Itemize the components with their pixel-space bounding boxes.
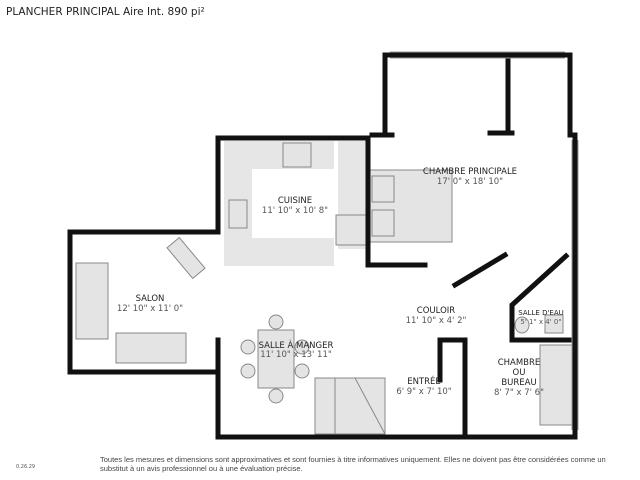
room-dimensions: 17' 0" x 18' 10" — [437, 177, 503, 187]
room-name: CHAMBRE — [498, 358, 541, 368]
fridge-icon — [335, 214, 367, 246]
room-name: SALLE D'EAU — [518, 309, 563, 317]
room-chambre-ou-bureau: CHAMBRE OU BUREAU 8' 7" x 7' 6" — [494, 358, 544, 398]
room-name: SALLE À MANGER — [259, 339, 334, 351]
room-name: COULOIR — [417, 306, 455, 316]
room-name: BUREAU — [501, 378, 536, 388]
room-name: ENTRÉE — [407, 375, 441, 387]
desk-icon — [539, 344, 573, 426]
room-couloir: COULOIR 11' 10" x 4' 2" — [406, 306, 467, 326]
version-label: 0.26.29 — [16, 464, 36, 470]
room-dimensions: 11' 10" x 4' 2" — [406, 316, 467, 326]
disclaimer: Toutes les mesures et dimensions sont ap… — [100, 455, 606, 473]
floor-title: PLANCHER PRINCIPAL Aire Int. 890 pi² — [6, 6, 205, 18]
room-name: OU — [513, 368, 526, 378]
room-name: SALON — [136, 294, 165, 304]
toilet-icon — [514, 314, 564, 334]
room-dimensions: 5' 1" x 4' 0" — [520, 318, 561, 326]
room-cuisine: CUISINE 11' 10" x 10' 8" — [262, 196, 328, 216]
room-salle-deau: SALLE D'EAU 5' 1" x 4' 0" — [518, 309, 563, 326]
room-name: CHAMBRE PRINCIPALE — [423, 167, 517, 177]
room-dimensions: 11' 10" x 10' 8" — [262, 206, 328, 216]
kitchen-cabinets — [224, 141, 367, 266]
room-salon: SALON 12' 10" x 11' 0" — [117, 294, 183, 314]
room-entree: ENTRÉE 6' 9" x 7' 10" — [396, 375, 451, 397]
room-dimensions: 8' 7" x 7' 6" — [494, 388, 544, 398]
bed-icon — [369, 169, 453, 243]
staircase-icon — [314, 377, 386, 435]
room-chambre-principale: CHAMBRE PRINCIPALE 17' 0" x 18' 10" — [423, 167, 517, 187]
dining-table-icon — [240, 314, 310, 404]
room-dimensions: 12' 10" x 11' 0" — [117, 304, 183, 314]
room-salle-a-manger: SALLE À MANGER 11' 10" x 13' 11" — [259, 339, 334, 360]
stove-icon — [282, 142, 312, 168]
walls — [67, 51, 579, 440]
sofa-icon — [75, 236, 206, 364]
room-name: CUISINE — [278, 196, 312, 206]
room-dimensions: 6' 9" x 7' 10" — [396, 387, 451, 397]
room-dimensions: 11' 10" x 13' 11" — [260, 350, 332, 360]
sink-icon — [228, 199, 248, 229]
